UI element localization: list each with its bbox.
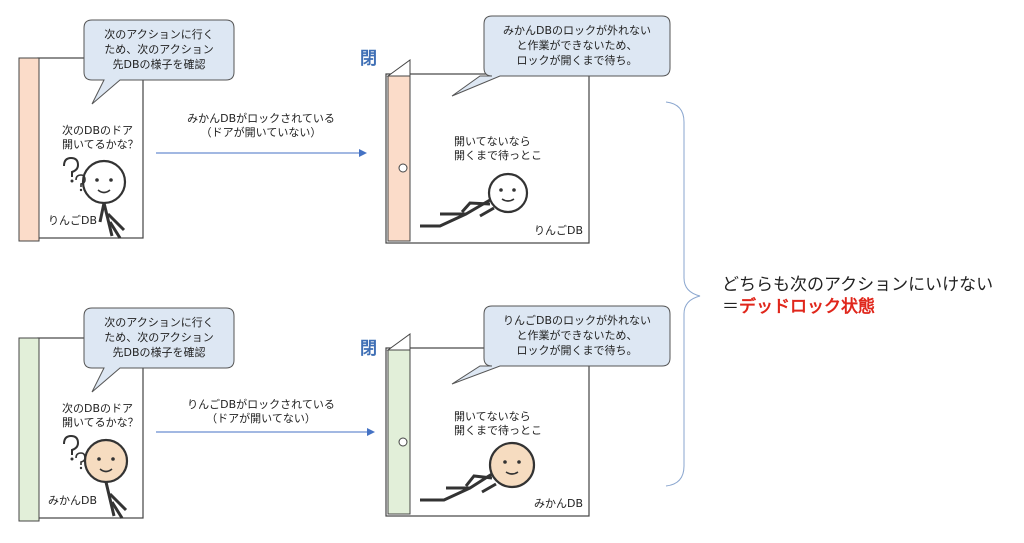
wait-bubble-text-mikan: りんごDBのロックが外れない と作業ができないため、 ロックが開くまで待ち。 (488, 313, 666, 358)
thought-line: 次のアクションに行く (104, 316, 214, 329)
wait-text-apple: 開いてないなら 開くまで待っとこ (454, 135, 542, 163)
wait-text-line: 開いてないなら (454, 410, 531, 423)
wait-text-line: 開いてないなら (454, 135, 531, 148)
deadlock-highlight: デッドロック状態 (739, 297, 875, 317)
wait-bubble-mikan (451, 305, 671, 385)
room-label-mikan: みかんDB (48, 494, 98, 507)
question-marks-icon-2 (63, 434, 86, 470)
panel-apple (18, 15, 671, 244)
thought-bubble-mikan (83, 307, 235, 393)
person-apple-lying (420, 172, 529, 228)
wait-bubble-line: ロックが開くまで待ち。 (516, 344, 638, 357)
door-apple-open (18, 57, 40, 242)
arrow-label-line: （ドアが開いてない） (206, 412, 316, 425)
question-line: 次のDBのドア (62, 124, 134, 137)
room-apple-frame (37, 57, 144, 239)
room-label-apple: りんごDB (48, 214, 98, 227)
wait-bubble-line: みかんDBのロックが外れない (502, 24, 652, 37)
door-knob-2 (398, 437, 408, 447)
question-line: 開いてるかな？ (62, 138, 139, 151)
door-knob (398, 163, 408, 173)
question-text-apple: 次のDBのドア 開いてるかな？ (62, 124, 139, 152)
target-room-label-apple: りんごDB (534, 224, 584, 237)
wait-text-line: 開くまで待っとこ (454, 424, 542, 437)
door-mikan-open (18, 337, 40, 522)
thought-line: ため、次のアクション (104, 331, 214, 344)
question-text-mikan: 次のDBのドア 開いてるかな？ (62, 402, 139, 430)
question-marks-icon (63, 156, 86, 192)
door-closed-bottom (387, 349, 411, 515)
person-mikan-lying (420, 441, 536, 502)
arrow-label-line: りんごDBがロックされている (187, 398, 335, 411)
summary-brace (665, 101, 701, 487)
wait-bubble-apple (451, 15, 671, 97)
question-line: 次のDBのドア (62, 402, 134, 415)
target-room-label-mikan: みかんDB (534, 497, 584, 510)
thought-text-apple: 次のアクションに行く ため、次のアクション 先DBの様子を確認 (90, 27, 228, 72)
thought-bubble-apple (83, 19, 235, 105)
question-line: 開いてるかな？ (62, 416, 139, 429)
thought-line: 次のアクションに行く (104, 28, 214, 41)
wait-text-mikan: 開いてないなら 開くまで待っとこ (454, 410, 542, 438)
conclusion-line-1: どちらも次のアクションにいけない (722, 275, 994, 295)
thought-text-mikan: 次のアクションに行く ため、次のアクション 先DBの様子を確認 (90, 315, 228, 360)
wait-bubble-line: りんごDBのロックが外れない (502, 314, 652, 327)
panel-mikan (18, 305, 671, 522)
thought-line: 先DBの様子を確認 (112, 346, 206, 359)
person-apple-questioning (81, 159, 127, 239)
closed-label-bottom: 閉 (360, 339, 377, 359)
wait-bubble-line: と作業ができないため、 (516, 39, 638, 52)
arrow-label-line: （ドアが開いていない） (200, 126, 322, 139)
person-mikan-questioning (83, 438, 129, 519)
arrow-label-line: みかんDBがロックされている (187, 112, 335, 125)
conclusion-equals: ＝ (722, 297, 739, 317)
door-closed-top (387, 75, 411, 242)
arrow-label-mikan: りんごDBがロックされている （ドアが開いてない） (166, 398, 356, 426)
wait-text-line: 開くまで待っとこ (454, 149, 542, 162)
wait-bubble-line: と作業ができないため、 (516, 329, 638, 342)
arrow-label-apple: みかんDBがロックされている （ドアが開いていない） (166, 112, 356, 140)
thought-line: 先DBの様子を確認 (112, 58, 206, 71)
room-apple-waiting-frame (385, 73, 590, 244)
wait-bubble-text-apple: みかんDBのロックが外れない と作業ができないため、 ロックが開くまで待ち。 (488, 23, 666, 68)
conclusion-line-2: ＝デッドロック状態 (722, 296, 875, 318)
wait-bubble-line: ロックが開くまで待ち。 (516, 54, 638, 67)
closed-label-top: 閉 (360, 49, 377, 69)
thought-line: ため、次のアクション (104, 43, 214, 56)
